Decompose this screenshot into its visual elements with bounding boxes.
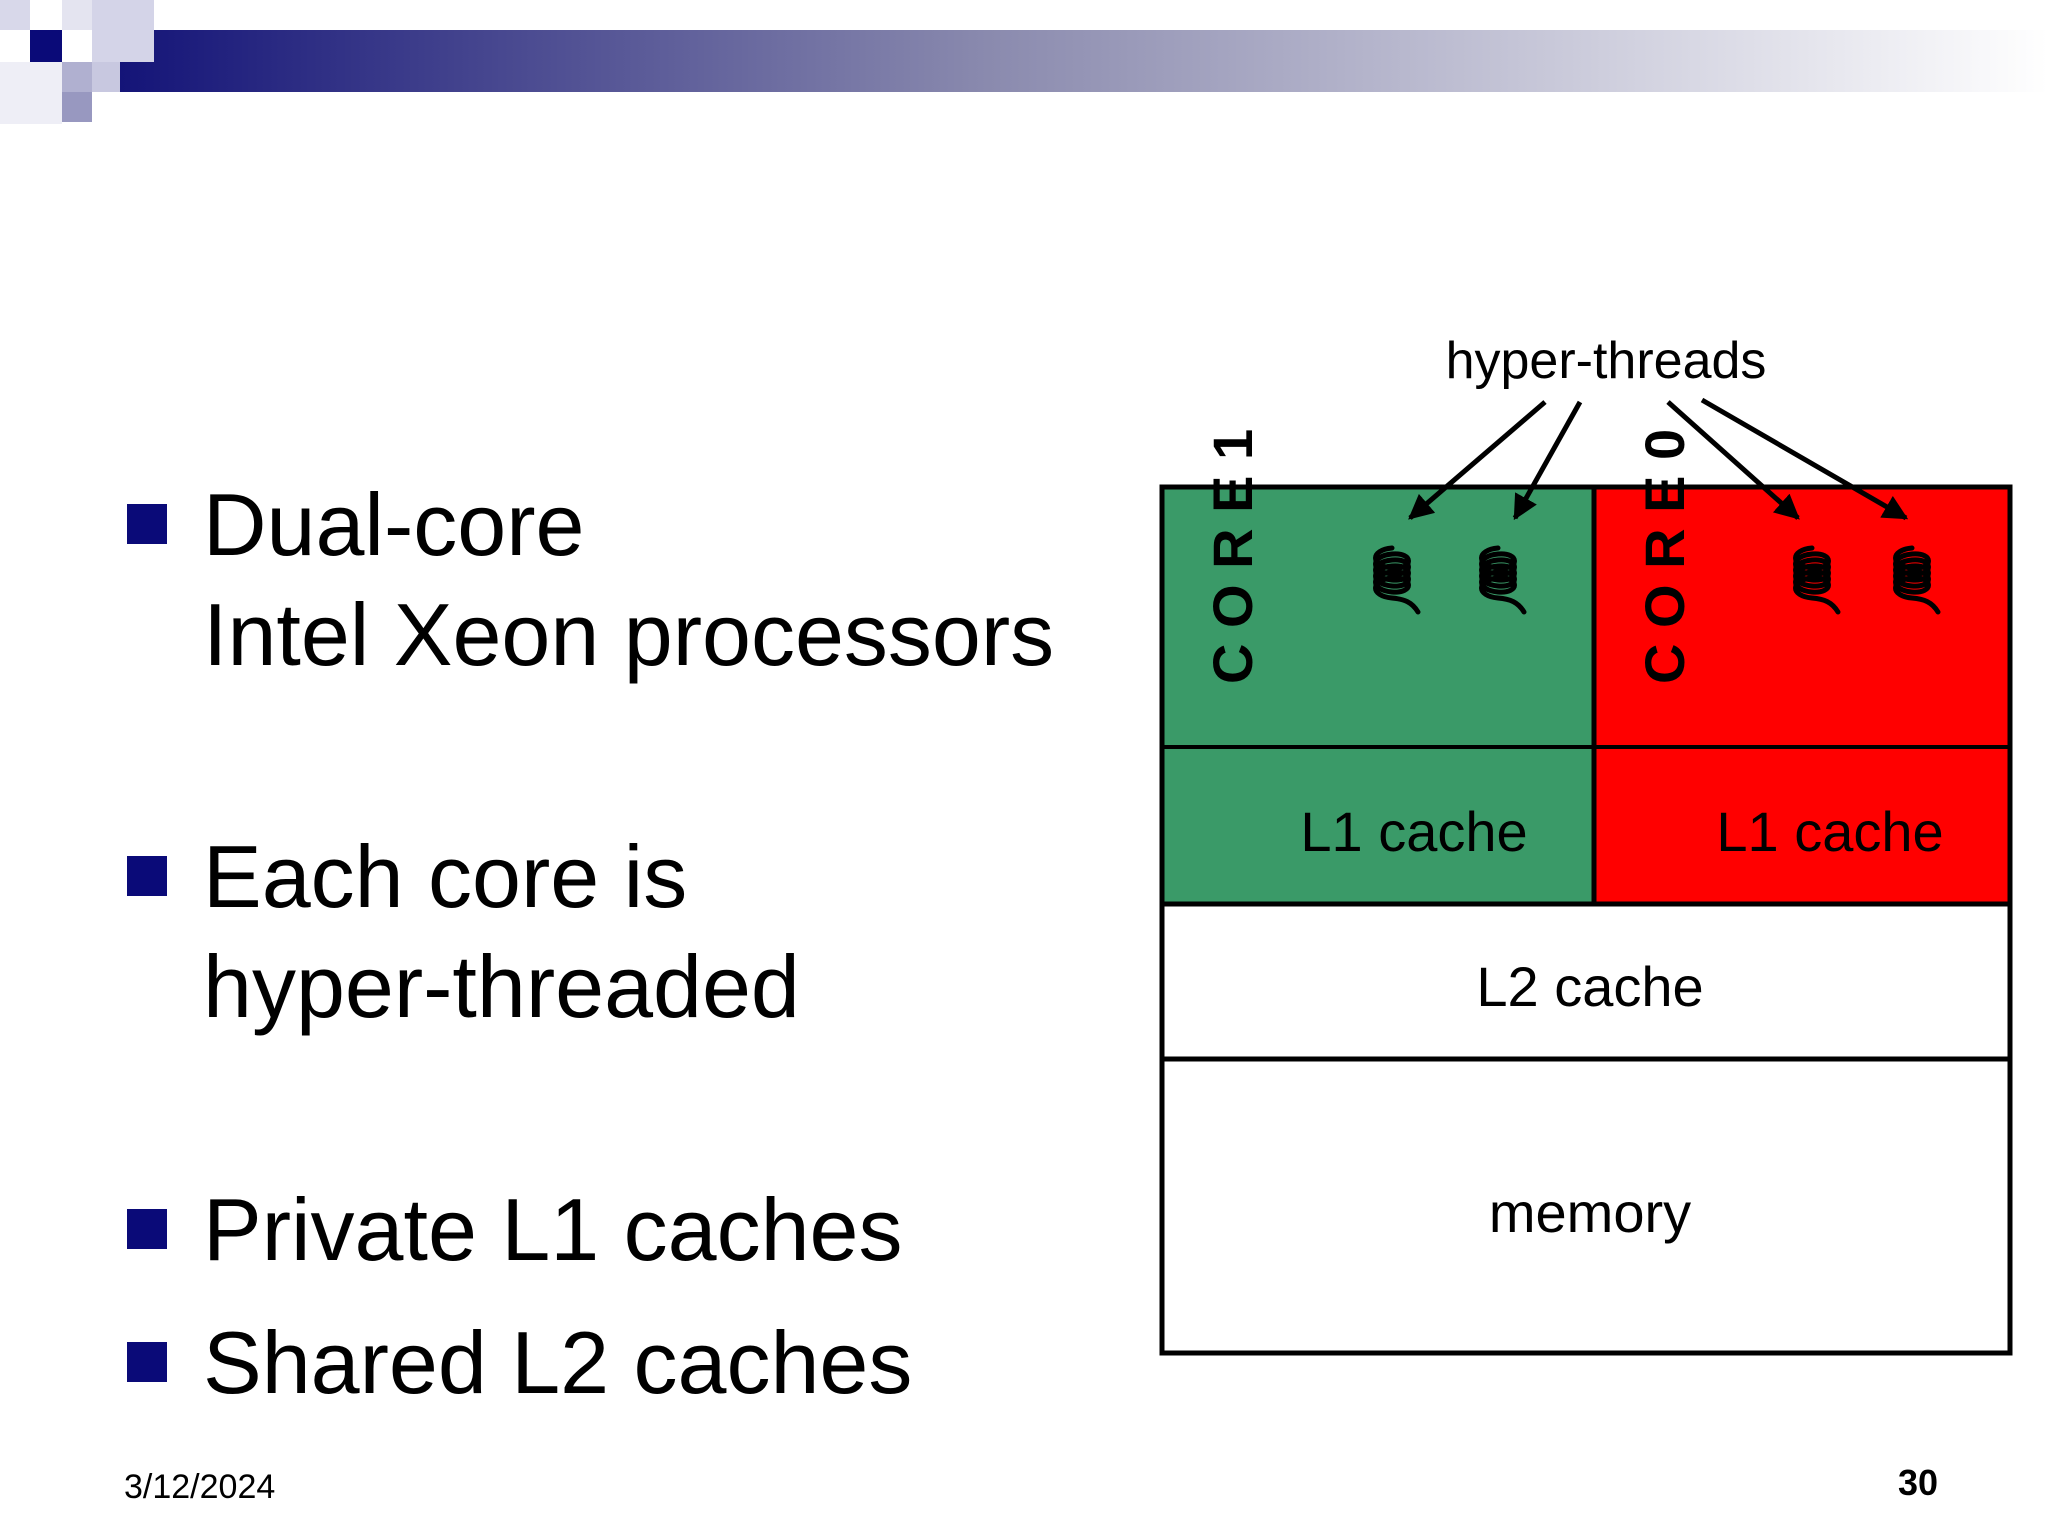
header-square bbox=[0, 0, 30, 30]
l2-cache-label: L2 cache bbox=[1476, 955, 1703, 1018]
bullet-marker bbox=[127, 1209, 167, 1249]
bullet-marker bbox=[127, 504, 167, 544]
bullet-text-line: Dual-core bbox=[203, 475, 585, 574]
core1-l1-cache-label: L1 cache bbox=[1300, 800, 1527, 863]
header-square bbox=[30, 30, 62, 62]
header-banner bbox=[0, 0, 2048, 124]
slide-date: 3/12/2024 bbox=[124, 1468, 276, 1506]
diagram-outline bbox=[1159, 484, 2013, 1356]
bullet-text-line: Intel Xeon processors bbox=[203, 585, 1055, 684]
bullet-text-line: hyper-threaded bbox=[203, 937, 800, 1036]
header-square bbox=[0, 62, 62, 124]
core1-label: C O R E 1 bbox=[1201, 429, 1264, 684]
arrow-icon bbox=[1408, 400, 1547, 520]
bullet-marker bbox=[127, 856, 167, 896]
hyper-threads-label: hyper-threads bbox=[1446, 332, 1767, 390]
header-gradient-band bbox=[120, 30, 2048, 92]
memory-block bbox=[1162, 1059, 2010, 1353]
header-square bbox=[62, 0, 92, 30]
header-square bbox=[92, 62, 120, 92]
arrow-icon bbox=[1700, 397, 1909, 521]
bullet-text-line: Private L1 caches bbox=[203, 1180, 903, 1279]
core0-label: C O R E 0 bbox=[1633, 429, 1696, 684]
header-square bbox=[62, 92, 92, 122]
memory-label: memory bbox=[1489, 1181, 1691, 1244]
l2-cache-block bbox=[1162, 904, 2010, 1059]
arrow-icon bbox=[1666, 400, 1800, 520]
header-square bbox=[92, 0, 154, 62]
header-square bbox=[62, 62, 92, 92]
bullet-text-line: Each core is bbox=[203, 827, 688, 926]
core0-l1-cache-label: L1 cache bbox=[1716, 800, 1943, 863]
bullet-text-line: Shared L2 caches bbox=[203, 1313, 913, 1412]
arrow-icon bbox=[1512, 400, 1583, 521]
bullet-marker bbox=[127, 1342, 167, 1382]
slide-page-number: 30 bbox=[1897, 1462, 1938, 1503]
